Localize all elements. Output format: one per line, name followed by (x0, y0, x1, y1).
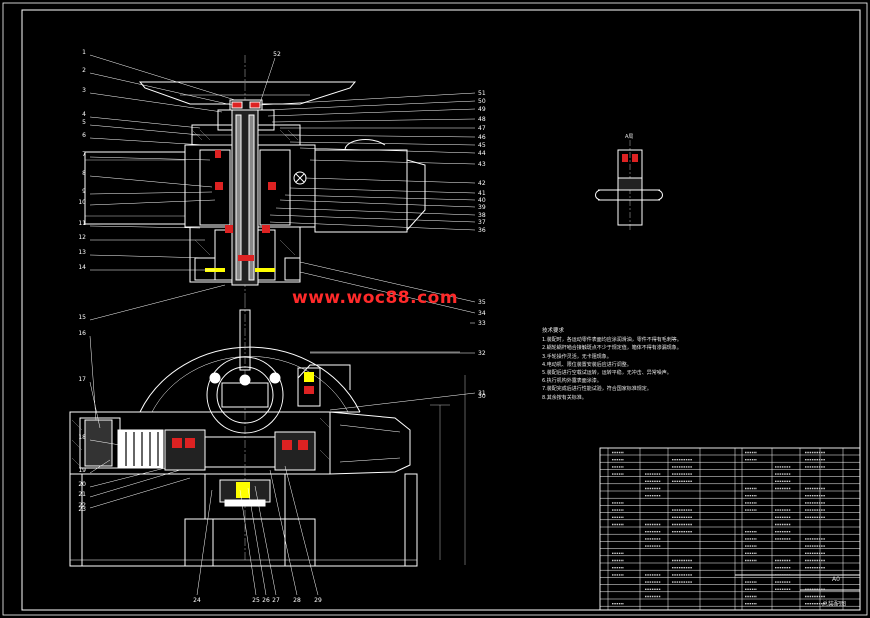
note-item: 4.电动机、限位装置安装后应进行调整。 (542, 361, 632, 368)
part-number-label: 26 (262, 597, 270, 604)
part-number-label: 10 (78, 199, 86, 206)
part-number-label: 31 (478, 390, 486, 397)
part-number-label: 1 (82, 49, 86, 56)
part-number-label: 18 (78, 434, 86, 441)
part-number-label: 24 (193, 597, 201, 604)
part-number-label: 22 (78, 502, 86, 509)
part-number-label: 6 (82, 132, 86, 139)
part-number-label: 41 (478, 190, 486, 197)
part-number-label: 11 (78, 220, 86, 227)
part-number-label: 14 (78, 264, 86, 271)
note-item: 1.装配时，各运动零件表面均应涂润滑油，零件不得有毛刺等。 (542, 337, 682, 344)
part-number-label: 7 (82, 151, 86, 158)
part-number-label: 45 (478, 142, 486, 149)
note-item: 3.手轮操作灵活，无卡阻现象。 (542, 353, 612, 360)
sheet-format: A0 (832, 576, 840, 583)
part-number-label: 43 (478, 161, 486, 168)
part-number-label: 36 (478, 227, 486, 234)
part-number-label: 51 (478, 90, 486, 97)
bom-table (599, 447, 861, 611)
part-number-label: 39 (478, 204, 486, 211)
part-number-label: 19 (78, 467, 86, 474)
part-number-label: 23 (78, 506, 86, 513)
part-number-label: 30 (478, 393, 486, 400)
part-number-label: 42 (478, 180, 486, 187)
part-number-label: 21 (78, 491, 86, 498)
part-number-label: 17 (78, 376, 86, 383)
part-number-label: 35 (478, 299, 486, 306)
section-label: A局 (625, 134, 634, 140)
note-item: 8.其余按有关标准。 (542, 394, 587, 401)
part-number-label: 49 (478, 106, 486, 113)
part-number-label: 52 (273, 51, 281, 58)
detail-view-a (595, 140, 663, 230)
part-number-label: 28 (293, 597, 301, 604)
part-number-label: 33 (478, 320, 486, 327)
part-number-label: 48 (478, 116, 486, 123)
bom-frame (599, 447, 861, 611)
part-number-label: 34 (478, 310, 486, 317)
part-number-label: 27 (272, 597, 280, 604)
drawing-name: 总装配图 (822, 601, 847, 608)
part-number-label: 3 (82, 87, 86, 94)
part-number-label: 38 (478, 212, 486, 219)
part-number-label: 5 (82, 119, 86, 126)
watermark: www.woc88.com (292, 288, 459, 308)
note-item: 5.装配后进行空载试运转，运转平稳，无冲击、异常噪声。 (542, 370, 672, 377)
leader-lines (89, 54, 476, 596)
part-number-label: 37 (478, 219, 486, 226)
lower-assembly (69, 300, 466, 567)
part-number-label: 12 (78, 234, 86, 241)
upper-assembly (84, 55, 426, 300)
part-number-label: 4 (82, 111, 86, 118)
part-number-label: 16 (78, 330, 86, 337)
part-number-label: 46 (478, 134, 486, 141)
part-number-label: 47 (478, 125, 486, 132)
part-number-label: 2 (82, 67, 86, 74)
inner-frame (21, 9, 861, 611)
notes-title: 技术要求 (542, 328, 565, 334)
part-labels: 1234567891011121314151617181920212223525… (78, 49, 485, 604)
technical-notes: 技术要求 1.装配时，各运动零件表面均应涂润滑油，零件不得有毛刺等。 2.蜗轮蜗… (542, 327, 812, 402)
part-number-label: 13 (78, 249, 86, 256)
part-number-label: 29 (314, 597, 322, 604)
note-item: 2.蜗轮蜗杆啮合接触斑点不少于规定值，箱体不得有渗漏现象。 (542, 345, 682, 352)
note-item: 6.执行机构外露表面涂漆。 (542, 378, 602, 385)
part-number-label: 8 (82, 170, 86, 177)
part-number-label: 25 (252, 597, 260, 604)
note-item: 7.装配完成后进行性能试验，符合国家标准规定。 (542, 386, 652, 393)
part-number-label: 9 (82, 188, 86, 195)
part-number-label: 40 (478, 197, 486, 204)
part-number-label: 44 (478, 150, 486, 157)
part-number-label: 50 (478, 98, 486, 105)
part-number-label: 32 (478, 350, 486, 357)
part-number-label: 15 (78, 314, 86, 321)
part-number-label: 20 (78, 481, 86, 488)
